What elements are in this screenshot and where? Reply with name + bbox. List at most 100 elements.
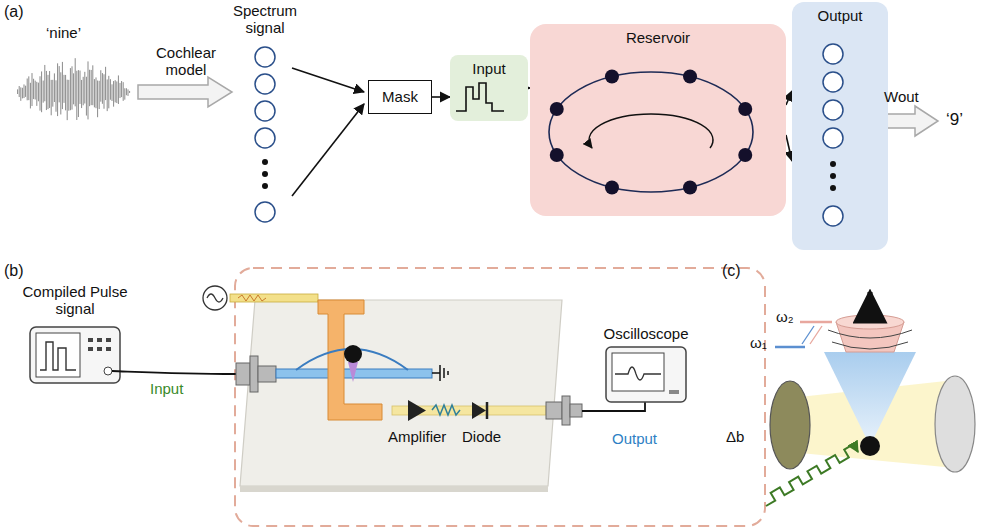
spectrum-neurons <box>255 101 275 121</box>
speech-waveform <box>128 89 129 96</box>
figure-label: Amplifier <box>388 428 446 445</box>
ellipsis-dots <box>830 185 836 191</box>
hollow-arrow <box>138 77 232 107</box>
output-arrow <box>868 292 873 318</box>
optical-lens <box>770 381 810 469</box>
speech-waveform <box>108 76 109 109</box>
sma-connector <box>570 404 582 417</box>
speech-waveform <box>123 82 124 101</box>
speech-waveform <box>83 77 84 105</box>
chip-plate <box>240 486 548 492</box>
pulse-generator <box>106 347 111 351</box>
readout-line <box>432 405 460 415</box>
oscilloscope <box>612 353 664 391</box>
spectrum-neurons <box>255 128 275 148</box>
device-boundary <box>235 268 765 526</box>
speech-waveform <box>59 66 60 102</box>
device-boundary <box>235 268 765 526</box>
figure-label: Output <box>612 430 657 447</box>
nanodiamond <box>860 436 880 456</box>
spectrum-neurons <box>255 202 275 222</box>
optical-lens <box>770 381 810 469</box>
speech-waveform <box>116 81 117 103</box>
pulse-generator <box>97 338 102 342</box>
sma-connector <box>546 402 562 419</box>
speech-waveform <box>105 67 106 100</box>
speech-waveform <box>115 80 116 102</box>
speech-waveform <box>124 88 125 99</box>
readout-line <box>408 400 426 421</box>
sma-connector <box>562 396 570 425</box>
coax-cable <box>582 402 645 411</box>
microwave-source <box>230 294 318 302</box>
ground-symbol <box>432 372 440 374</box>
speech-waveform <box>126 88 127 95</box>
speech-waveform <box>54 73 55 102</box>
speech-waveform <box>80 71 81 104</box>
ground-symbol <box>447 371 449 375</box>
readout-line <box>392 400 546 421</box>
speech-waveform <box>72 66 73 109</box>
speech-waveform <box>94 79 95 107</box>
mask-arrows <box>292 68 364 196</box>
speech-waveform <box>38 83 39 102</box>
coax-cable <box>112 371 236 374</box>
speech-waveform <box>16 58 130 120</box>
speech-waveform <box>81 80 82 108</box>
figure-label: Spectrum signal <box>225 2 305 37</box>
speech-waveform <box>20 87 21 100</box>
chip-plate <box>240 300 562 492</box>
ellipsis-dots <box>830 173 836 179</box>
figure-label: Wout <box>884 88 919 105</box>
hollow-arrow <box>138 77 232 107</box>
figure-label: Cochlear model <box>143 44 229 79</box>
speech-waveform <box>70 68 71 110</box>
reservoir-ring <box>549 72 753 192</box>
output-neuron <box>823 128 843 148</box>
readout-line <box>472 402 486 419</box>
pulse-generator <box>106 338 111 342</box>
pulse-generator <box>97 347 102 351</box>
figure-label: ω₂ <box>776 308 794 325</box>
speech-waveform <box>41 71 42 112</box>
speech-waveform <box>52 80 53 107</box>
nanodiamond <box>860 436 880 456</box>
figure-label: ‘9’ <box>946 110 963 130</box>
optical-lens <box>935 376 975 472</box>
speech-waveform <box>32 73 33 106</box>
figure-label: Oscilloscope <box>596 325 696 342</box>
sma-connector <box>258 366 276 382</box>
figure-label: Input <box>150 380 183 397</box>
mask-arrows <box>292 68 364 92</box>
coax-cable <box>112 371 236 374</box>
levitated-particle <box>344 345 362 363</box>
spectrum-neurons <box>255 74 275 94</box>
virtual-node <box>550 148 564 162</box>
speech-waveform <box>121 81 122 97</box>
pulse-generator <box>88 338 93 342</box>
virtual-node <box>683 70 697 84</box>
speech-waveform <box>68 80 69 111</box>
speech-waveform <box>56 80 57 111</box>
speech-waveform <box>19 86 20 97</box>
virtual-node <box>738 102 752 116</box>
speech-waveform <box>60 72 61 114</box>
figure-label: ‘nine’ <box>46 24 81 41</box>
ellipsis-dots <box>262 183 268 189</box>
ellipsis-dots <box>830 161 836 167</box>
speech-waveform <box>43 81 44 103</box>
energy-levels <box>810 326 822 344</box>
figure-label: Diode <box>462 428 501 445</box>
speech-waveform <box>78 70 79 117</box>
speech-waveform <box>104 74 105 108</box>
speech-waveform <box>36 82 37 106</box>
electrode <box>318 300 382 420</box>
speech-waveform <box>129 91 130 93</box>
speech-waveform <box>48 75 49 109</box>
figure-label: (b) <box>4 262 24 280</box>
figure-label: (a) <box>4 3 24 21</box>
microwave-source <box>203 286 227 310</box>
ground-symbol <box>443 368 445 378</box>
readout-line <box>486 402 489 419</box>
